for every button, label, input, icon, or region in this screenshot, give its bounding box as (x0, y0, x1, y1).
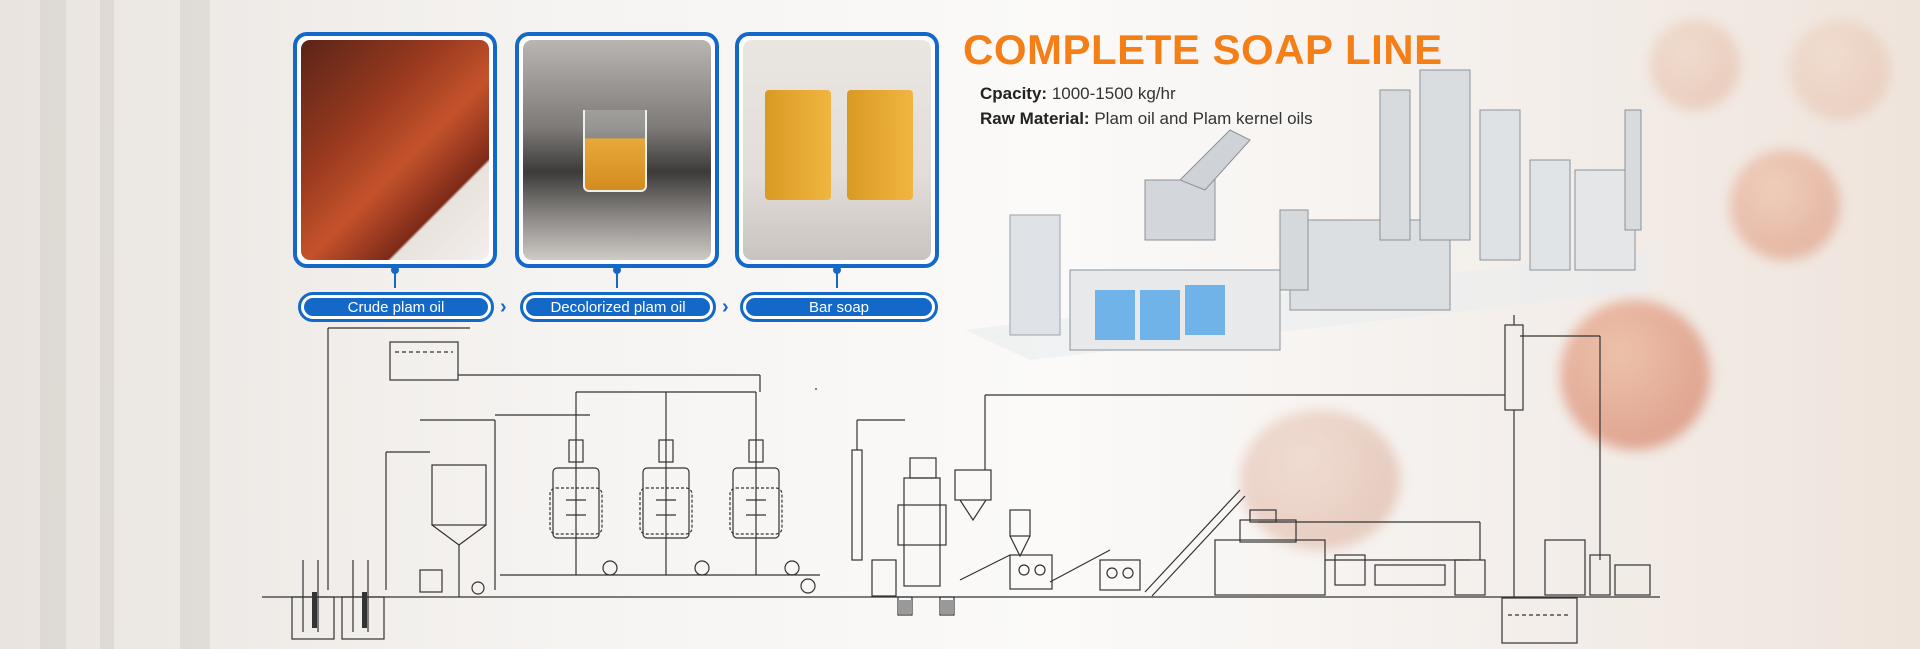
palm-fruit-image (1560, 300, 1710, 450)
palm-fruit-image (1650, 20, 1740, 110)
palm-fruit-image (1240, 410, 1400, 550)
step-connector (833, 266, 841, 288)
bar-soap-photo (743, 40, 931, 260)
background-pillar (180, 0, 210, 649)
capacity-label: Cpacity: (980, 84, 1048, 103)
step-label: Bar soap (746, 298, 932, 316)
step-connector (613, 266, 621, 288)
crude-oil-photo-frame (293, 32, 497, 268)
palm-fruit-image (1730, 150, 1840, 260)
palm-fruit-image (1790, 20, 1890, 120)
background-pillar (40, 0, 66, 649)
chevron-right-icon: › (500, 296, 507, 318)
raw-material-value: Plam oil and Plam kernel oils (1094, 109, 1313, 128)
step-connector (391, 266, 399, 288)
bar-soap-photo-frame (735, 32, 939, 268)
soap-bar-image (847, 90, 913, 200)
step-crude-plam-oil: Crude plam oil (298, 292, 494, 322)
chevron-right-icon: › (722, 296, 729, 318)
step-label: Decolorized plam oil (526, 298, 710, 316)
page-title: COMPLETE SOAP LINE (963, 26, 1443, 73)
soap-line-machinery-image (965, 69, 1650, 360)
beaker-image (583, 110, 647, 192)
crude-oil-photo (301, 40, 489, 260)
raw-material-spec: Raw Material: Plam oil and Plam kernel o… (980, 109, 1313, 129)
soap-bar-image (765, 90, 831, 200)
raw-material-label: Raw Material: (980, 109, 1090, 128)
step-bar-soap: Bar soap (740, 292, 938, 322)
step-decolorized-plam-oil: Decolorized plam oil (520, 292, 716, 322)
decolorized-oil-photo (523, 40, 711, 260)
background-pillar (100, 0, 114, 649)
capacity-value: 1000-1500 kg/hr (1051, 84, 1176, 103)
step-label: Crude plam oil (304, 298, 488, 316)
capacity-spec: Cpacity: 1000-1500 kg/hr (980, 84, 1176, 104)
decolorized-oil-photo-frame (515, 32, 719, 268)
